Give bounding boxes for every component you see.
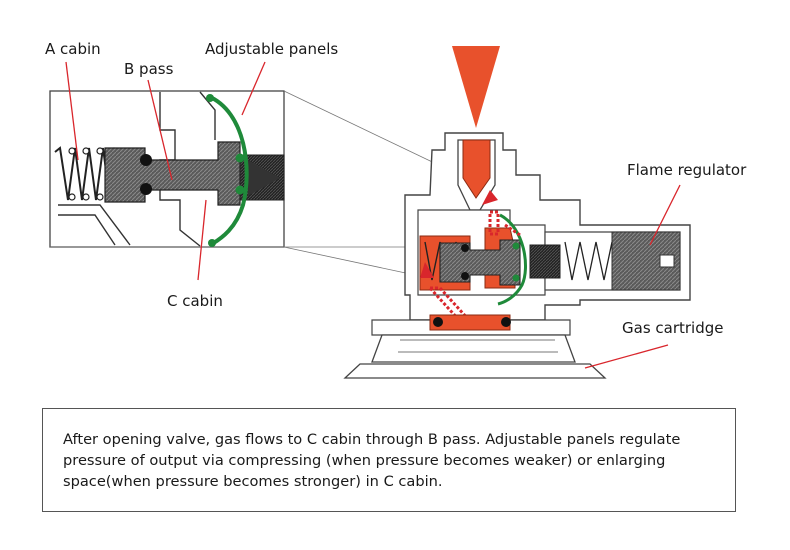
- regulator-spring: [564, 241, 613, 281]
- inset-oring-4: [235, 185, 245, 195]
- label-adjustable-panels: Adjustable panels: [205, 40, 338, 58]
- inset-oring-2: [140, 183, 152, 195]
- leader-flame-regulator: [649, 184, 681, 246]
- leader-a-cabin: [65, 61, 79, 161]
- main-valve: [343, 46, 691, 379]
- leader-lines: [65, 61, 681, 369]
- valve-diagram: A cabin B pass Adjustable panels C cabin…: [45, 40, 747, 379]
- main-piston: [439, 239, 521, 286]
- inset-adjustable-panel: [207, 94, 249, 246]
- leader-b-pass: [147, 79, 173, 181]
- regulator-knob: [611, 231, 681, 291]
- caption-box: After opening valve, gas flows to C cabi…: [42, 408, 736, 512]
- zoom-inset: [49, 90, 471, 276]
- flame-cone: [452, 46, 500, 128]
- leader-adjustable-panels: [241, 61, 266, 116]
- label-c-cabin: C cabin: [167, 292, 223, 310]
- label-flame-regulator: Flame regulator: [627, 161, 747, 179]
- zoom-guide-bottom2: [283, 246, 416, 276]
- label-gas-cartridge: Gas cartridge: [622, 319, 724, 337]
- leader-gas-cartridge: [584, 344, 669, 369]
- nozzle-tip: [462, 139, 491, 199]
- label-a-cabin: A cabin: [45, 40, 101, 58]
- leader-c-cabin: [197, 199, 207, 281]
- caption-text: After opening valve, gas flows to C cabi…: [63, 431, 681, 490]
- inset-oring-3: [235, 153, 245, 163]
- inset-oring-1: [140, 154, 152, 166]
- label-b-pass: B pass: [124, 60, 174, 78]
- main-adjustable-panel: [497, 213, 527, 306]
- cartridge-top: [343, 363, 607, 379]
